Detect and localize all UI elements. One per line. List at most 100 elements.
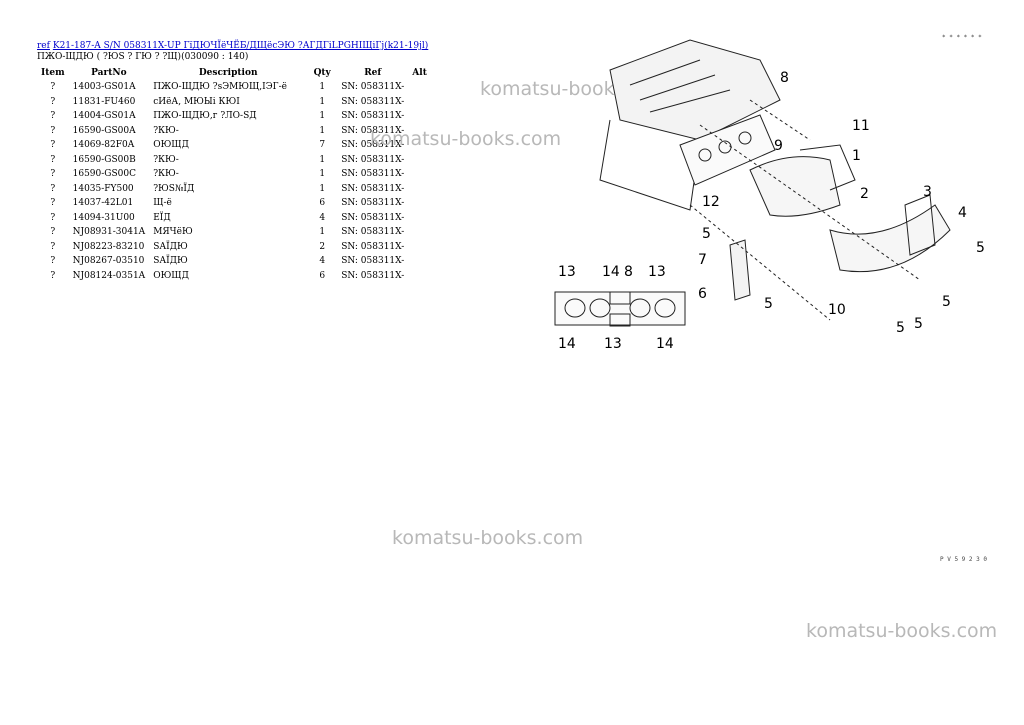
cell-qty: 1	[319, 227, 326, 238]
watermark: komatsu-books.com	[806, 620, 998, 642]
cell-item: ?	[50, 256, 56, 267]
cell-qty: 1	[319, 111, 326, 122]
cell-desc: ?КЮ-	[153, 169, 179, 180]
callout-label: 10	[828, 302, 846, 318]
engine-ribs	[629, 59, 731, 113]
cell-alt	[408, 269, 431, 284]
cell-qty: 6	[319, 198, 326, 209]
callout-label: 12	[702, 194, 720, 210]
cell-alt	[408, 196, 431, 211]
cell-partno: NJ08267-03510	[72, 256, 145, 267]
cell-alt	[408, 211, 431, 226]
callout-label: 5	[896, 320, 905, 336]
cell-qty: 1	[319, 96, 326, 107]
cell-partno: 14069-82F0A	[72, 140, 135, 151]
callout-label: 3	[923, 184, 932, 200]
cell-item: ?	[50, 96, 56, 107]
callout-label: 13	[558, 264, 576, 280]
cell-desc: ПЖО-ЩДЮ,г ?ЛО-SД	[153, 111, 257, 122]
col-item: Item	[41, 68, 65, 78]
parts-table: Item PartNo Description Qty Ref Alt ?140…	[37, 66, 431, 283]
cell-item: ?	[50, 154, 56, 165]
callout-label: 5	[702, 226, 711, 242]
cell-partno: 14003-GS01A	[72, 82, 136, 93]
callout-label: 2	[860, 186, 869, 202]
col-partno: PartNo	[91, 68, 127, 78]
watermark: komatsu-books.com	[370, 128, 562, 150]
table-header-row: Item PartNo Description Qty Ref Alt	[37, 66, 431, 80]
col-ref: Ref	[364, 68, 382, 78]
cell-desc: МЯЧёЮ	[153, 227, 193, 238]
cell-item: ?	[50, 169, 56, 180]
cell-partno: 16590-GS00A	[72, 125, 136, 136]
cell-partno: 14094-31U00	[72, 212, 135, 223]
callout-label: 1	[852, 148, 861, 164]
cell-item: ?	[50, 227, 56, 238]
callout-label: 7	[698, 252, 707, 268]
cell-ref: SN: 058311X-	[341, 270, 405, 281]
cell-partno: 14035-FY500	[72, 183, 134, 194]
cell-ref: SN: 058311X-	[341, 227, 405, 238]
cell-alt	[408, 167, 431, 182]
gasket-shape	[679, 114, 776, 186]
engine-head-shape	[609, 39, 781, 141]
cell-item: ?	[50, 198, 56, 209]
cell-desc: ОЮЩД	[153, 140, 189, 151]
cell-qty: 6	[319, 270, 326, 281]
cell-qty: 4	[319, 212, 326, 223]
cell-qty: 1	[319, 169, 326, 180]
small-gasket-shape	[554, 291, 686, 326]
manifold-flange	[799, 144, 856, 191]
cell-item: ?	[50, 270, 56, 281]
cell-desc: сИёА, МЮЫі КЮІ	[153, 96, 240, 107]
cell-desc: ЕЇД	[153, 212, 171, 223]
cell-partno: 11831-FU460	[72, 96, 136, 107]
callout-label: 5	[914, 316, 923, 332]
cell-desc: ОЮЩД	[153, 270, 189, 281]
cell-partno: 16590-GS00C	[72, 169, 136, 180]
cell-item: ?	[50, 140, 56, 151]
ref-link[interactable]: ref	[37, 41, 50, 51]
cell-alt	[408, 109, 431, 124]
gasket-port-top	[609, 291, 631, 305]
callout-label: 14	[656, 336, 674, 350]
table-row: ? 14094-31U00 ЕЇД 4 SN: 058311X-	[37, 211, 431, 226]
cell-qty: 1	[319, 183, 326, 194]
cell-qty: 1	[319, 82, 326, 93]
callout-label: 8	[624, 264, 633, 280]
cell-alt	[408, 153, 431, 168]
col-description: Description	[198, 68, 258, 78]
cell-item: ?	[50, 82, 56, 93]
callout-label: 13	[648, 264, 666, 280]
cell-alt	[408, 254, 431, 269]
cell-item: ?	[50, 212, 56, 223]
title-link[interactable]: K21-187-A S/N 058311X-UP ГїДЮЧЇёЧЁБ/ДЩёс…	[52, 41, 429, 51]
cell-ref: SN: 058311X-	[341, 125, 405, 136]
callout-label: 9	[774, 138, 783, 154]
diagram-code: P V 5 9 2 3 0	[940, 556, 987, 563]
cell-ref: SN: 058311X-	[341, 169, 405, 180]
callout-label: 5	[764, 296, 773, 312]
cell-desc: ПЖО-ЩДЮ ?sЭМЮЩ,ІЭГ-ё	[153, 82, 287, 93]
guide-lines	[689, 99, 921, 321]
cell-desc: ?ЮS№ЇД	[153, 183, 195, 194]
exploded-parts-diagram: 8 1 11 9 2 3 4 12 5 5 5 7 6 5 10 5 5 13 …	[554, 39, 985, 350]
cell-ref: SN: 058311X-	[341, 256, 405, 267]
cell-alt	[408, 225, 431, 240]
cell-item: ?	[50, 111, 56, 122]
cell-partno: 16590-GS00B	[72, 154, 136, 165]
cell-ref: SN: 058311X-	[341, 241, 405, 252]
cell-qty: 4	[319, 256, 326, 267]
cell-qty: 1	[319, 125, 326, 136]
callout-label: 4	[958, 205, 967, 221]
cell-ref: SN: 058311X-	[341, 212, 405, 223]
